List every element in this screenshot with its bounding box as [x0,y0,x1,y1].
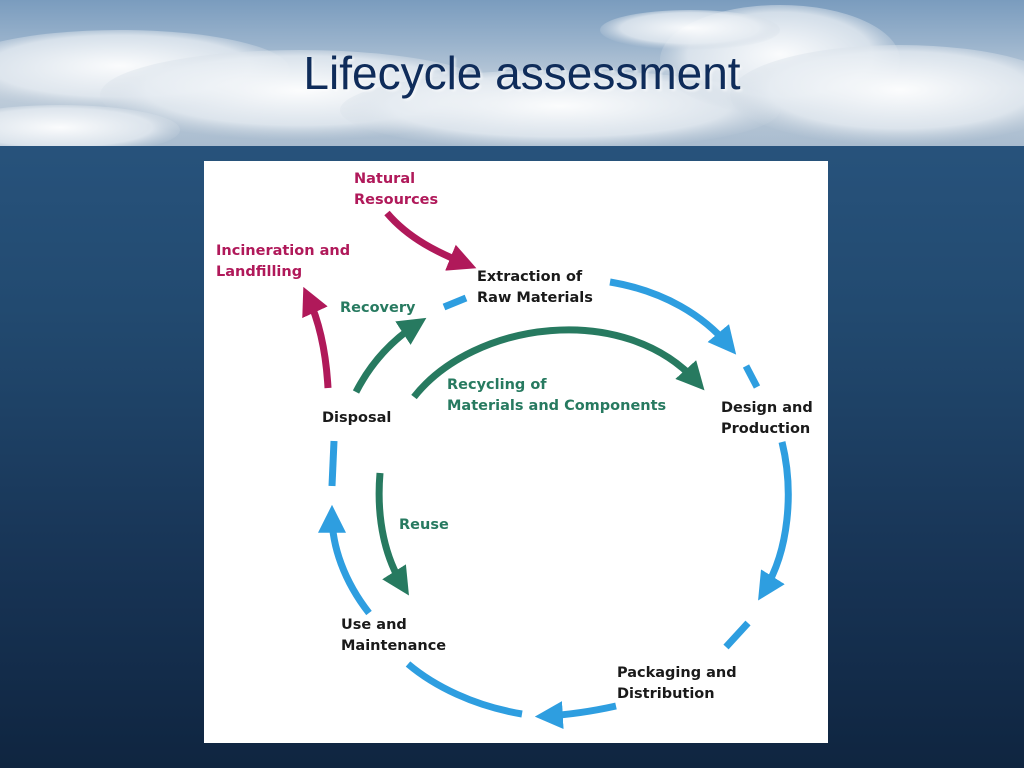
label-natural-resources: Natural Resources [354,171,438,208]
cycle-arrow-use-to-disposal [318,504,372,616]
cycle-arrow-design-to-packaging [758,441,792,601]
cycle-arc-use-bottom [405,661,523,718]
arrow-recycling [411,326,705,400]
label-design-production: Design and Production [721,400,818,437]
arrow-reuse [375,472,409,596]
label-extraction: Extraction of Raw Materials [477,269,593,306]
cycle-dash-disposal [328,440,338,487]
label-use-maintenance: Use and Maintenance [341,617,446,654]
cycle-dash-packaging [723,620,751,650]
cycle-dash-recovery [442,294,468,311]
clouds-illustration [0,5,1024,146]
cycle-arrow-packaging-to-use [534,701,617,730]
label-disposal: Disposal [322,410,391,426]
arrow-disposal-to-incineration [302,286,332,389]
cycle-arrow-extraction-to-design [609,278,737,355]
label-reuse: Reuse [399,517,449,533]
sky-banner [0,0,1024,146]
lifecycle-diagram: Natural Resources Incineration and Landf… [204,161,828,743]
label-recycling: Recycling of Materials and Components [447,377,666,414]
label-recovery: Recovery [340,300,416,316]
arrow-natural-resources-to-extraction [384,210,477,271]
arrow-recovery [352,317,427,394]
cycle-dash-design [742,364,761,389]
slide-title: Lifecycle assessment [303,47,741,99]
label-incineration-landfilling: Incineration and Landfilling [216,243,355,280]
label-packaging-distribution: Packaging and Distribution [617,665,742,702]
